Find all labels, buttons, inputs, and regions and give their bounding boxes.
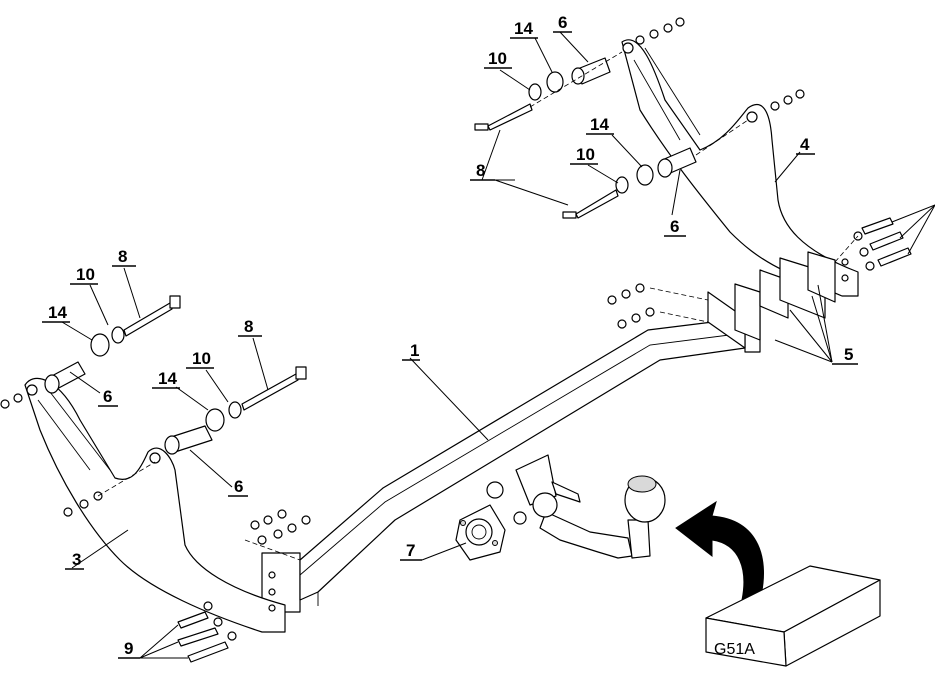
callout-7: 7 (406, 541, 415, 560)
right-plate-nuts (607, 283, 709, 329)
left-bolts (177, 601, 237, 663)
right-side-bolts (834, 217, 912, 271)
curved-arrow (675, 500, 764, 601)
callout-8-upper-left: 8 (118, 247, 127, 266)
callout-8-lower-left: 8 (244, 317, 253, 336)
callout-4: 4 (800, 135, 810, 154)
callout-10-upper-right: 10 (488, 49, 507, 68)
socket-plate (455, 504, 506, 561)
tow-bar (261, 291, 761, 613)
callout-numbers: 1 3 4 5 6 6 6 6 7 8 8 8 9 10 10 10 10 (42, 13, 858, 659)
callout-14-lower-right: 14 (590, 115, 609, 134)
lower-right-hardware (562, 89, 805, 219)
callout-6-upper-right: 6 (558, 13, 567, 32)
callout-10-upper-left: 10 (76, 265, 95, 284)
callout-14-upper-left: 14 (48, 303, 67, 322)
callout-6-lower-right: 6 (670, 217, 679, 236)
upper-left-hardware (0, 295, 181, 409)
callout-8-right: 8 (476, 161, 485, 180)
left-plate-nuts (244, 509, 311, 561)
callout-3: 3 (72, 550, 81, 569)
callout-14-lower-left: 14 (158, 369, 177, 388)
callout-6-upper-left: 6 (103, 387, 112, 406)
callout-10-lower-left: 10 (192, 349, 211, 368)
lower-left-hardware (63, 366, 307, 517)
callout-6-lower-left: 6 (234, 477, 243, 496)
tow-ball (486, 454, 666, 559)
model-box: G51A (705, 565, 881, 667)
callout-14-upper-right: 14 (514, 19, 533, 38)
callout-10-lower-right: 10 (576, 145, 595, 164)
callout-9: 9 (124, 639, 133, 658)
leader-lines (61, 31, 935, 659)
model-code-label: G51A (714, 641, 755, 658)
left-bracket (24, 377, 286, 633)
upper-right-hardware (474, 17, 685, 131)
callout-5: 5 (844, 345, 853, 364)
right-bracket (621, 39, 859, 297)
callout-1: 1 (410, 341, 419, 360)
